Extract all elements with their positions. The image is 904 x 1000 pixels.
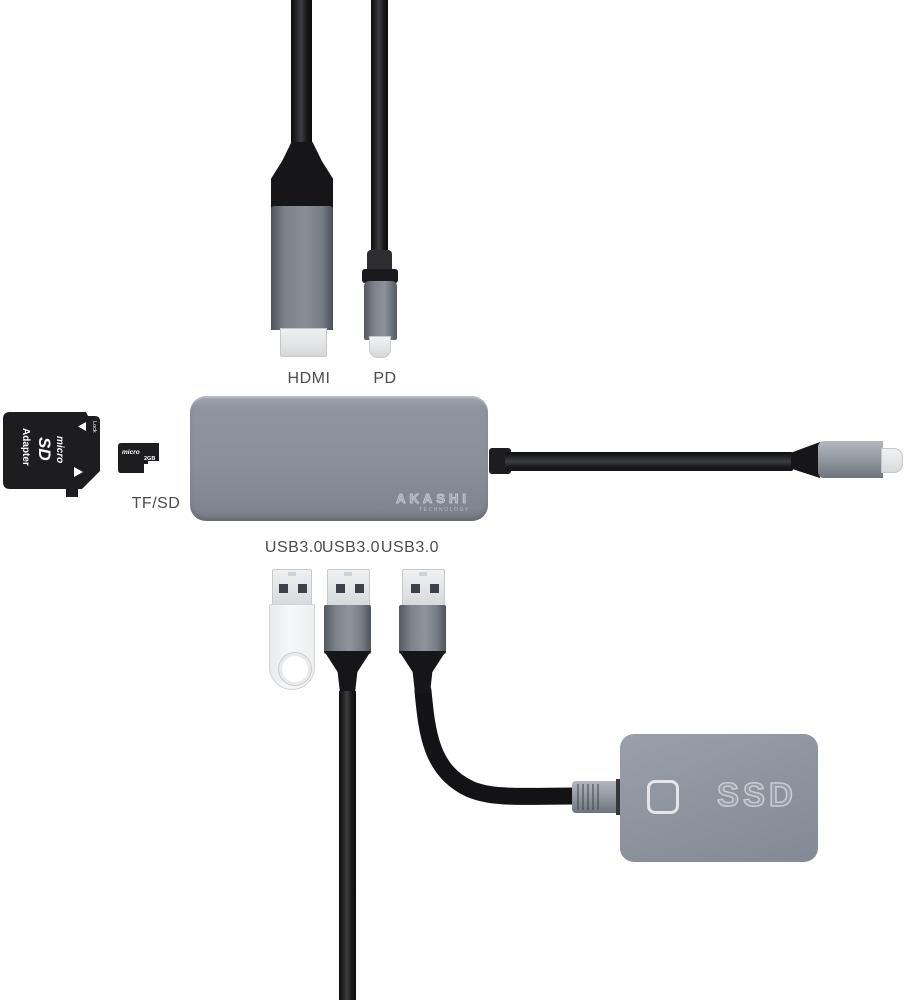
ssd-cable [414,683,587,805]
sd-lock-arrow-icon [78,422,86,431]
micro-sd-capacity: 2GB [144,456,155,462]
hdmi-cable [291,0,312,146]
pd-collar [362,269,398,283]
hub-brand-subtitle: TECHNOLOGY [418,507,470,513]
usb-plug-3-shell [399,605,446,654]
usb-plug-2-contact-1 [336,584,345,593]
hub-brand-name: AKASHI [396,491,470,507]
usb-port-label-3: USB3.0 [380,539,440,556]
hdmi-strain-relief [271,142,333,210]
usb-plug-2-slot [344,572,352,576]
ssd-connector-shell [572,781,618,813]
ssd-label: SSD [716,775,797,814]
host-usbc-tip [881,448,903,473]
ssd-drive: SSD [620,734,818,862]
usb-plug-3-contact-2 [430,584,439,593]
sd-adapter: SD micro Adapter Lock [3,412,100,497]
sd-adapter-text: Adapter [20,428,31,466]
flash-drive-slot [288,572,296,576]
usb-plug-3-slot [419,572,427,576]
host-strain-relief [791,442,820,478]
sd-adapter-micro-logo: micro [54,436,65,463]
hub-brand: AKASHI TECHNOLOGY [396,491,470,514]
flash-drive-hole [279,653,311,685]
sd-lock-text: Lock [91,421,97,433]
pd-port-label: PD [373,370,397,387]
flash-drive-contact-1 [279,584,288,593]
usb-plug-2-cable [339,691,356,1000]
pd-cable [371,0,388,258]
micro-sd-card: micro 2GB [118,443,159,473]
micro-sd-body [118,443,159,473]
hdmi-port-label: HDMI [287,370,331,387]
usb-port-label-2: USB3.0 [321,539,381,556]
hdmi-connector-shell [271,206,333,330]
tfsd-port-label: TF/SD [131,495,181,512]
usb-port-label-1: USB3.0 [264,539,324,556]
host-usbc-shell [818,441,883,478]
usb-plug-2-strain [324,651,371,693]
usb-hub: AKASHI TECHNOLOGY [190,396,488,521]
micro-sd-logo: micro [122,449,140,456]
pd-connector-shell [364,281,397,340]
usb-plug-2-contact-2 [355,584,364,593]
usb-plug-2-shell [324,605,371,654]
ssd-connector-ridges [577,784,601,810]
ssd-emblem-icon [647,780,679,814]
pd-plug-tip [369,336,391,358]
hdmi-plug-tip [280,328,327,357]
host-cable [505,452,793,471]
usb-plug-3-contact-1 [411,584,420,593]
sd-adapter-sd-logo: SD [35,437,54,461]
sd-bottom-arrow-icon [74,467,83,477]
flash-drive-contact-2 [298,584,307,593]
